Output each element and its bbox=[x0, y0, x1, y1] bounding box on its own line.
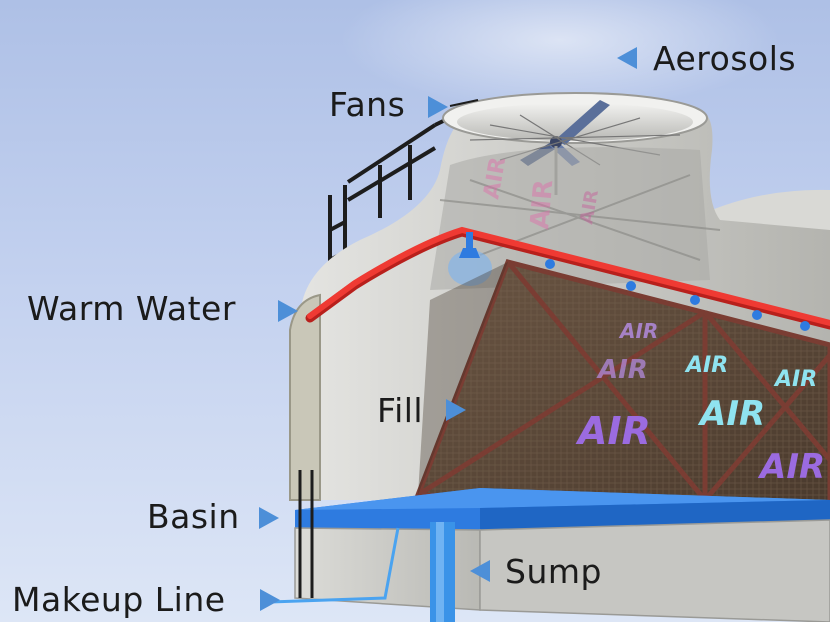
fill-pointer-icon bbox=[446, 399, 466, 421]
label-aerosols: Aerosols bbox=[653, 39, 797, 78]
fan-stack-opening bbox=[457, 103, 693, 141]
warm-water-pointer-icon bbox=[278, 300, 298, 322]
label-warm-water: Warm Water bbox=[27, 289, 236, 328]
air-label: AIR bbox=[575, 409, 651, 453]
base-ladder bbox=[298, 470, 314, 598]
label-makeup-line: Makeup Line bbox=[12, 580, 226, 619]
aerosols-pointer-icon bbox=[617, 47, 637, 69]
air-label: AIR bbox=[773, 367, 817, 392]
label-fill: Fill bbox=[377, 391, 424, 430]
label-sump: Sump bbox=[505, 552, 602, 591]
air-label: AIR bbox=[757, 447, 825, 487]
basin-pointer-icon bbox=[259, 507, 279, 529]
air-label: AIR bbox=[684, 353, 728, 378]
tower-interior bbox=[430, 147, 710, 290]
tower-base-side bbox=[479, 519, 830, 622]
air-label: AIR bbox=[618, 319, 658, 343]
spray-nozzle-mist bbox=[448, 250, 492, 286]
fans-leader-line bbox=[449, 99, 479, 107]
aerosol-haze bbox=[340, 0, 780, 110]
label-fans: Fans bbox=[329, 85, 406, 124]
makeup-line-pipe bbox=[269, 527, 400, 604]
pipe-nozzles bbox=[459, 232, 810, 331]
air-label: AIR bbox=[525, 178, 559, 230]
sump-pointer-icon bbox=[470, 560, 490, 582]
warm-water-pipe bbox=[307, 226, 830, 326]
fill-media bbox=[414, 259, 830, 508]
sump-highlight bbox=[436, 522, 444, 622]
fill-air-flow: AIR AIR AIR AIR AIR AIR AIR bbox=[575, 319, 825, 487]
label-basin: Basin bbox=[147, 497, 240, 536]
air-label: AIR bbox=[697, 394, 765, 434]
fans-pointer-icon bbox=[428, 96, 448, 118]
air-label: AIR bbox=[596, 355, 648, 385]
makeup-line-pointer-icon bbox=[260, 589, 280, 611]
housing-side-panel bbox=[289, 293, 321, 501]
